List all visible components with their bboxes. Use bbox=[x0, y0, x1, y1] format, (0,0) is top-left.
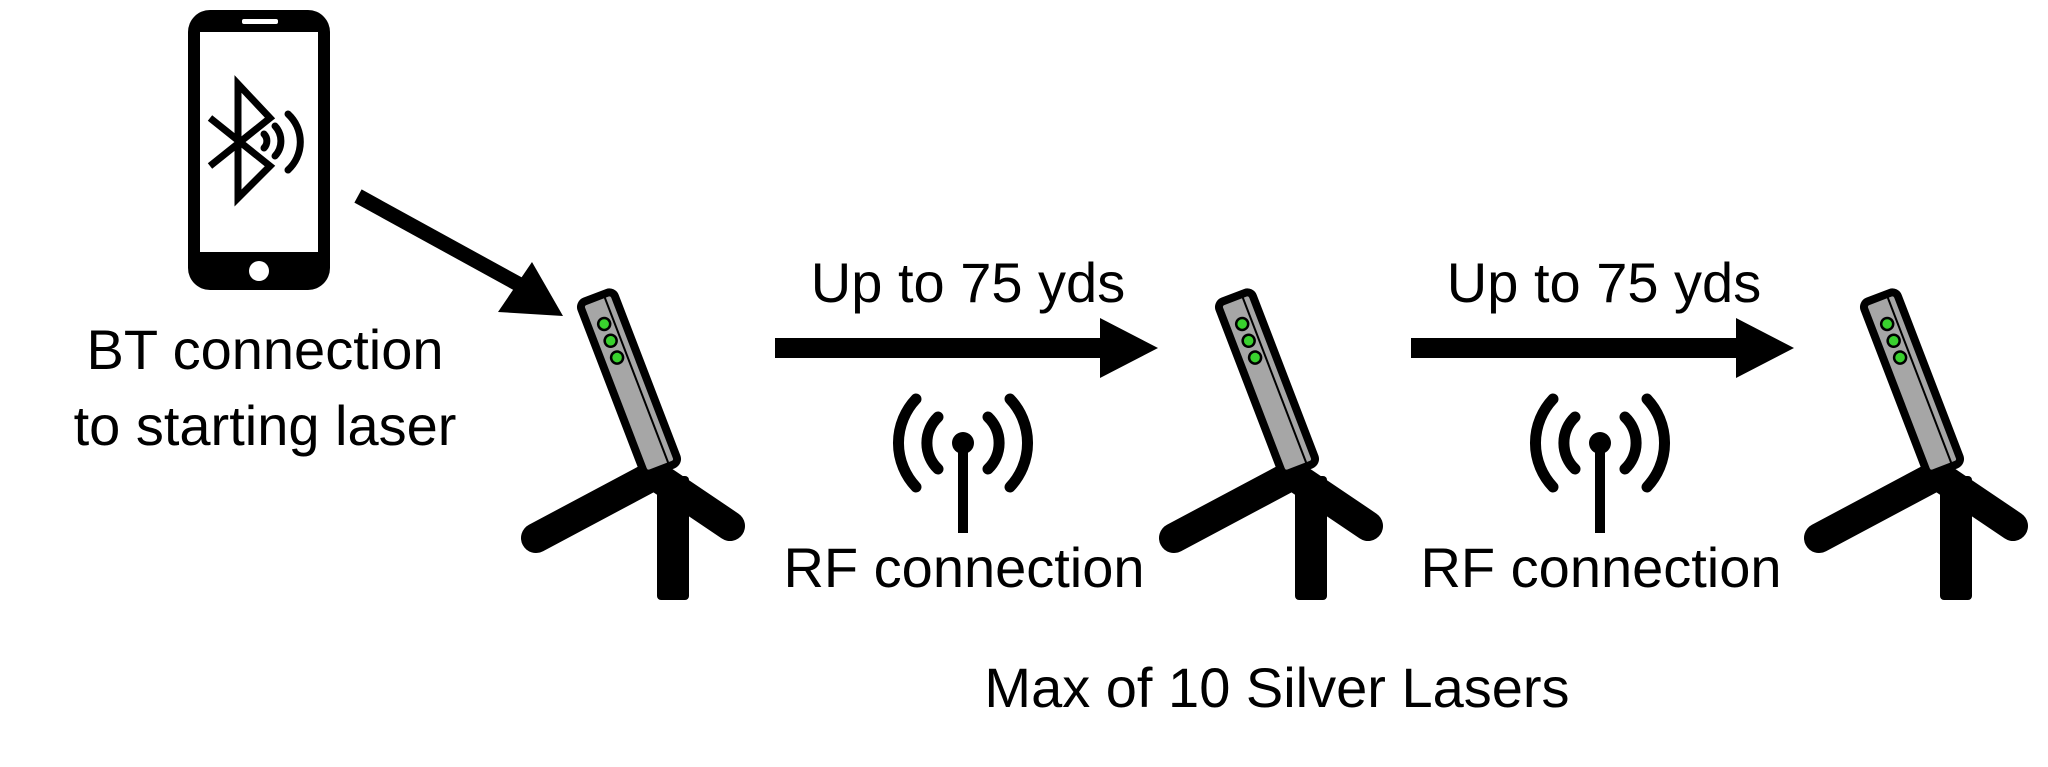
bluetooth-icon bbox=[207, 75, 304, 207]
footer-note: Max of 10 Silver Lasers bbox=[984, 656, 1570, 719]
distance-label: Up to 75 yds bbox=[1446, 251, 1762, 314]
antenna-icon bbox=[898, 399, 1027, 533]
connection-label: RF connection bbox=[783, 536, 1145, 599]
connection-label: RF connection bbox=[1420, 536, 1782, 599]
antenna-icon bbox=[1535, 399, 1664, 533]
phone-caption-line1: BT connection bbox=[86, 318, 444, 381]
bt-link-arrow bbox=[354, 189, 563, 316]
laser-tripod-icon bbox=[1174, 291, 1368, 600]
rf-link-arrow bbox=[1411, 318, 1794, 378]
distance-label: Up to 75 yds bbox=[810, 251, 1126, 314]
laser-tripod-icon bbox=[536, 291, 730, 600]
phone-icon bbox=[188, 10, 330, 290]
phone-caption-line2: to starting laser bbox=[73, 394, 457, 457]
rf-link-arrow bbox=[775, 318, 1158, 378]
laser-tripod-icon bbox=[1819, 291, 2013, 600]
